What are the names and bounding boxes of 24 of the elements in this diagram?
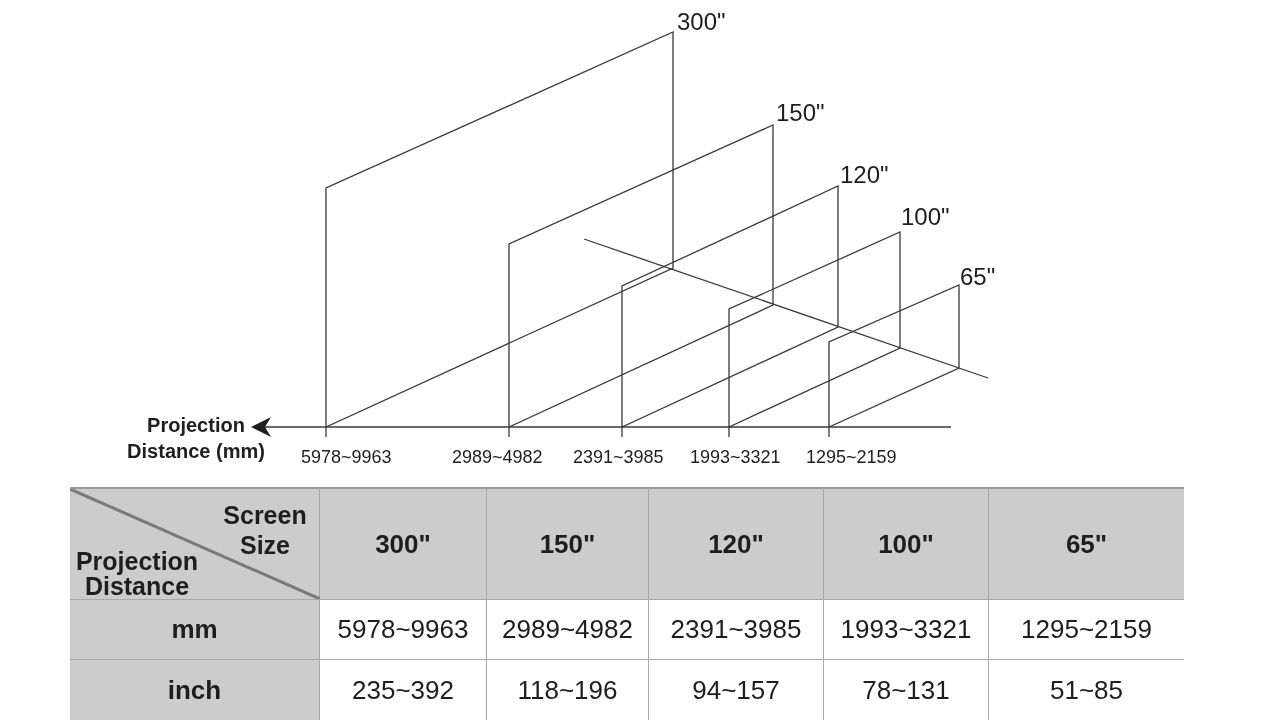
distance-label: 1295~2159 [806,446,897,468]
data-cell: 5978~9963 [320,600,487,660]
screen-size-heading: Screen Size [222,500,308,560]
axis-title: Projection Distance (mm) [126,413,266,464]
distance-label: 2989~4982 [452,446,543,468]
header-cell: 120" [649,489,824,600]
row-header-cell: mm [70,600,320,660]
distance-label: 1993~3321 [690,446,781,468]
screen-size-label: 300" [677,8,726,36]
screen-size-label: 120" [840,161,889,189]
distance-label: 2391~3985 [573,446,664,468]
data-cell: 1993~3321 [824,600,989,660]
header-cell: 100" [824,489,989,600]
projection-distance-heading: Projection Distance [74,549,200,599]
row-header-cell: inch [70,660,320,720]
header-cell: 150" [487,489,649,600]
distance-label: 5978~9963 [301,446,392,468]
header-cell: 300" [320,489,487,600]
screen-size-label: 65" [960,263,996,291]
header-cell: 65" [989,489,1184,600]
screen-size-label: 100" [901,203,950,231]
screen-size-label: 150" [776,99,825,127]
data-cell: 2989~4982 [487,600,649,660]
data-cell: 2391~3985 [649,600,824,660]
